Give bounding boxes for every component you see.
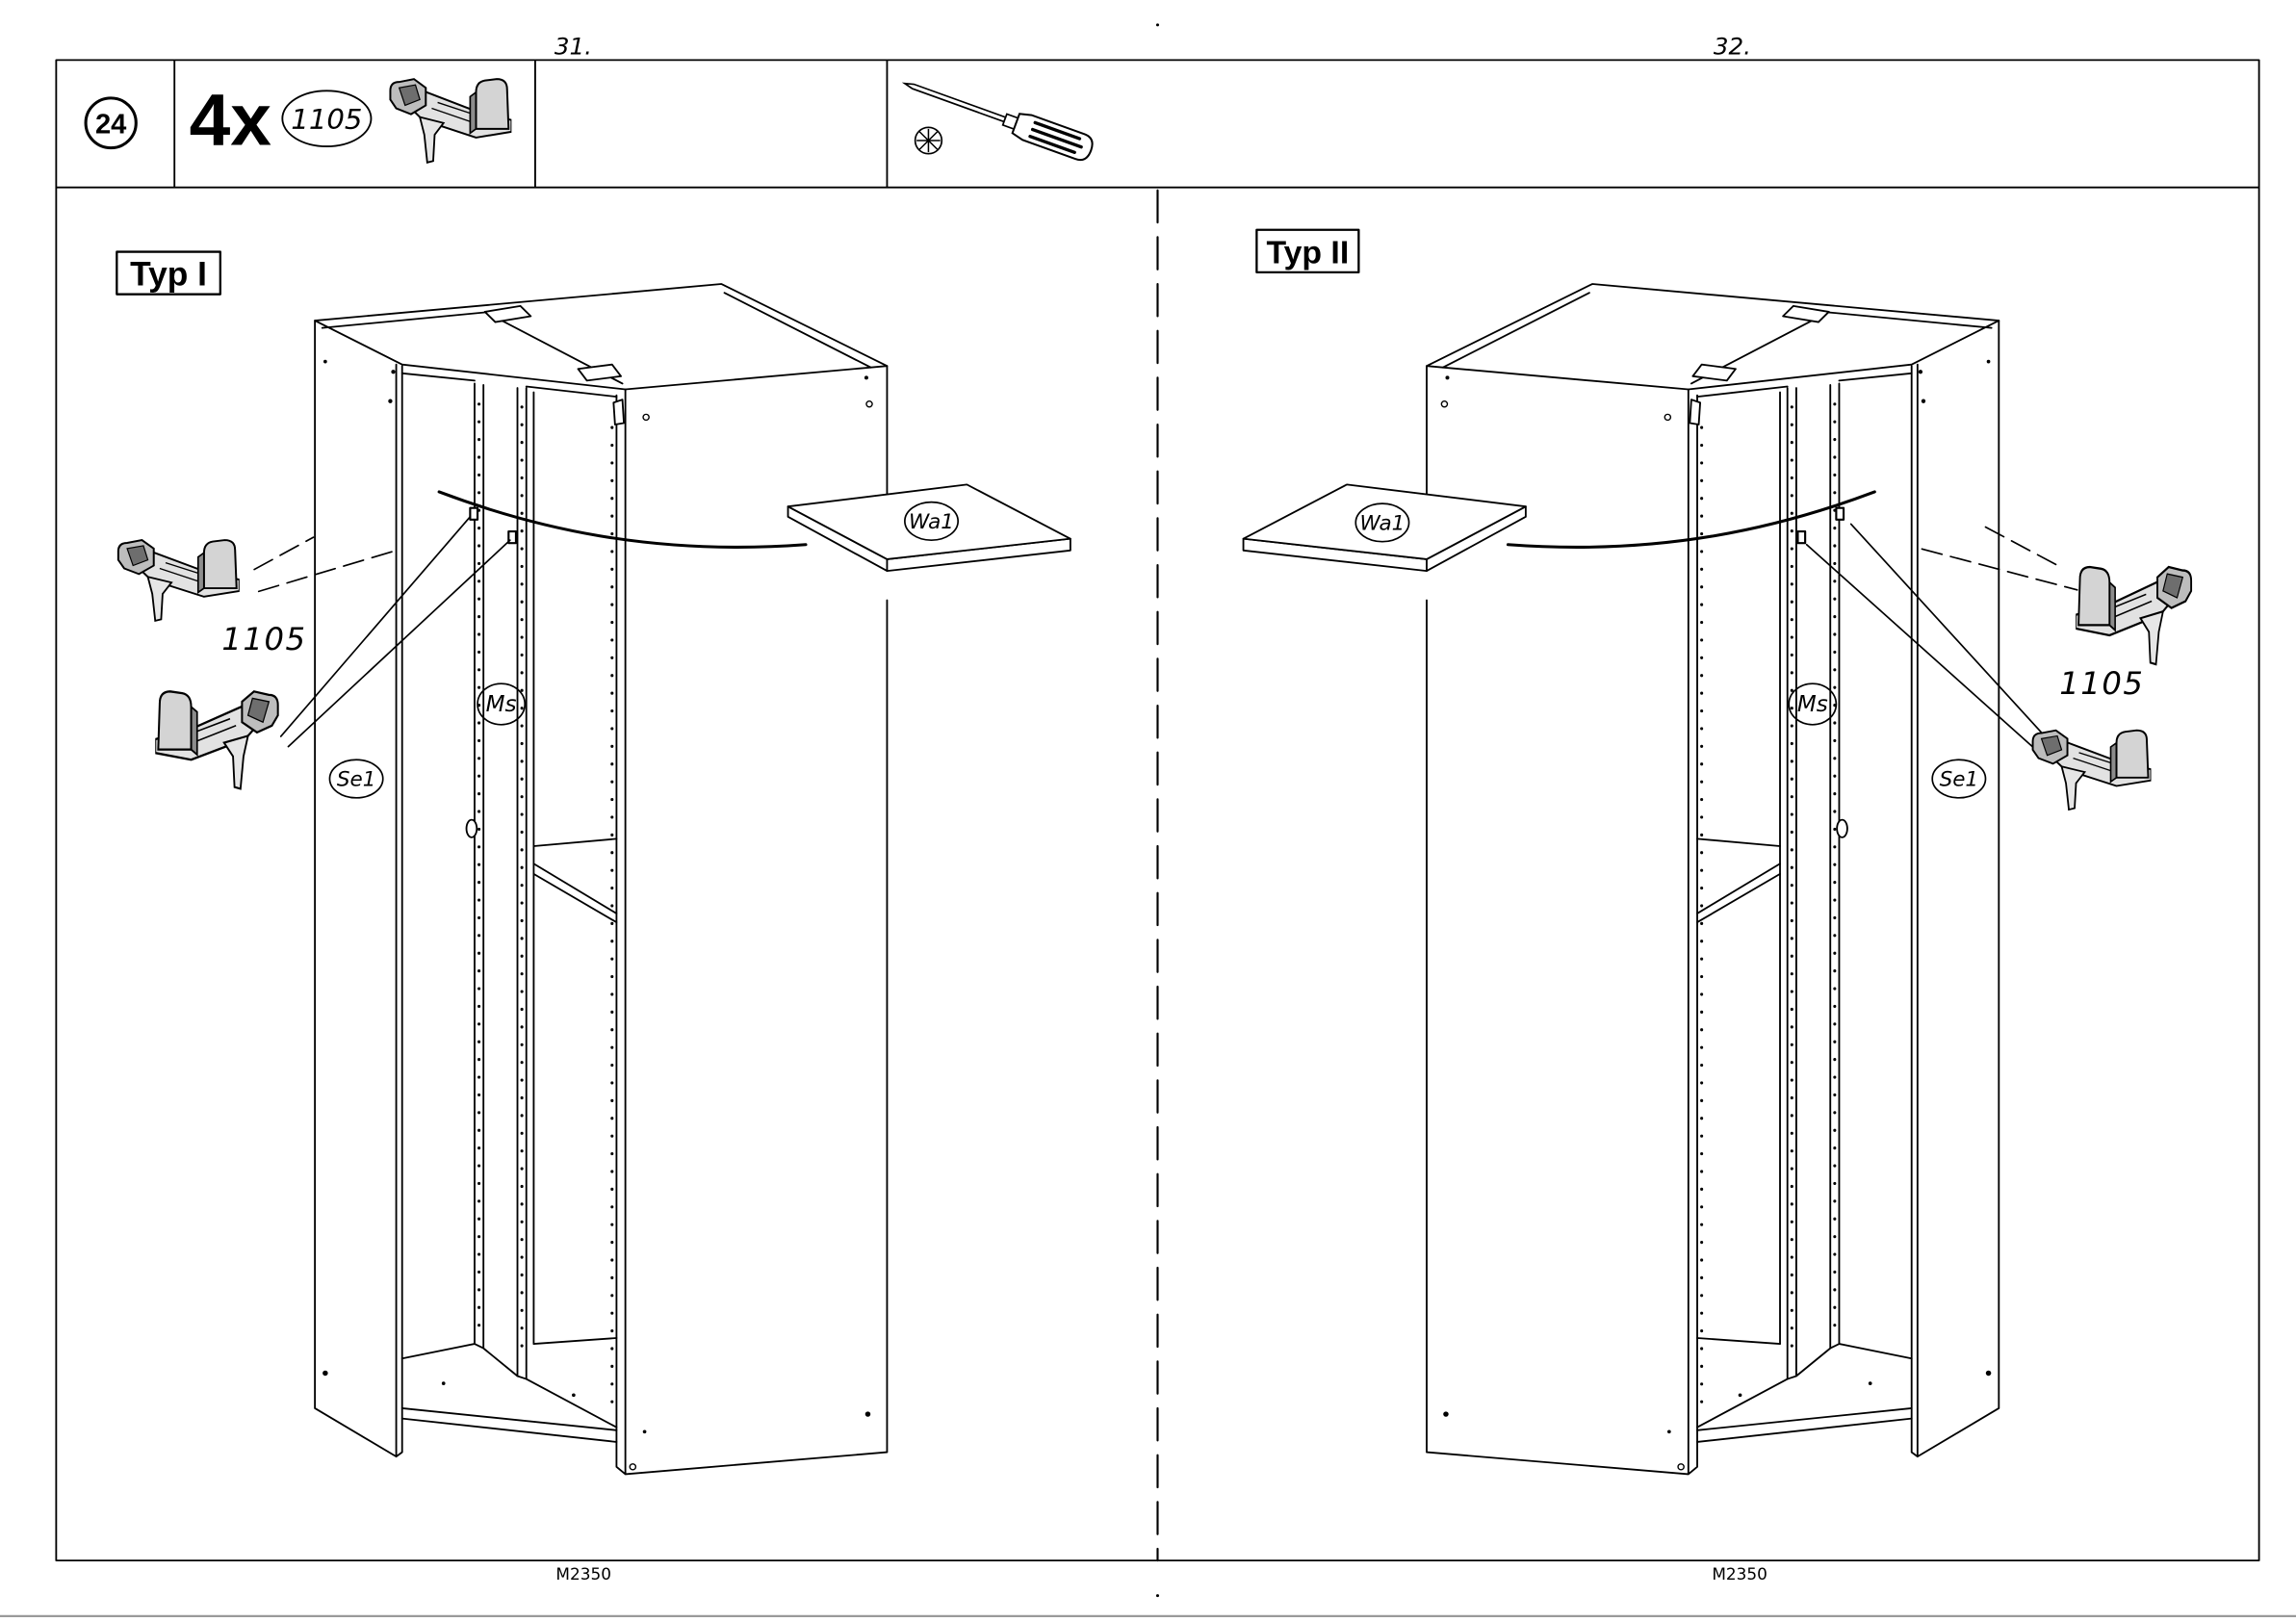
side-panel-label: Se1 [1940,768,1979,792]
fitting-label: 1105 [2059,665,2144,702]
shelf-label: Wa1 [1359,512,1405,536]
left-page-number: 31. [555,32,592,60]
side-panel-label: Se1 [337,768,376,792]
left-footer-code: M2350 [555,1564,611,1583]
phillips-head-cross [916,129,941,152]
shelf-label: Wa1 [909,510,954,534]
part-number: 1105 [291,103,362,136]
step-number: 24 [95,110,126,141]
fitting-label: 1105 [221,621,306,657]
right-page-number: 32. [1714,32,1751,60]
type-label: Typ II [1267,236,1350,271]
right-footer-code: M2350 [1712,1564,1767,1583]
part-quantity: 4x [190,80,271,162]
middle-panel-label: Ms [1797,692,1828,717]
fold-mark [1156,23,1159,26]
fold-mark [1156,1594,1159,1597]
type-label: Typ I [130,256,207,294]
middle-panel-label: Ms [486,692,517,717]
phillips-head-icon [916,127,942,153]
